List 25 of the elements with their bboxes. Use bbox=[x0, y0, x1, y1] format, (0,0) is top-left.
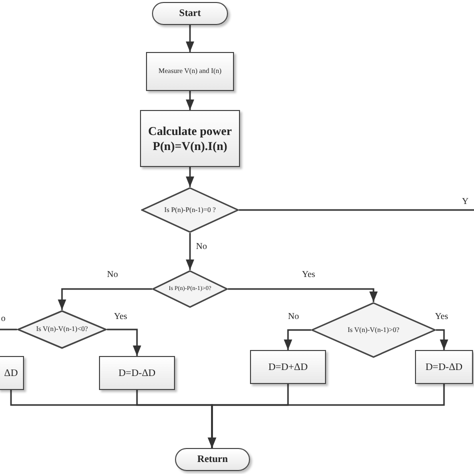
edge-label: No bbox=[107, 270, 118, 279]
edge-label: No bbox=[196, 242, 207, 251]
edge-label: o bbox=[1, 314, 6, 323]
arrow bbox=[284, 329, 311, 350]
edge-label: Y bbox=[462, 197, 468, 206]
edge-label: Yes bbox=[302, 270, 316, 279]
arrow bbox=[186, 25, 194, 52]
edge-label: No bbox=[288, 312, 299, 321]
arrow bbox=[186, 91, 194, 110]
edge-label: Yes bbox=[435, 312, 448, 321]
process-box: D=D+ΔD bbox=[250, 350, 326, 384]
process-box: Calculate power P(n)=V(n).I(n) bbox=[140, 110, 240, 167]
arrow bbox=[186, 167, 194, 187]
arrow bbox=[107, 328, 142, 356]
arrow bbox=[58, 288, 152, 310]
terminal-pill: Start bbox=[152, 2, 228, 25]
arrow bbox=[228, 288, 378, 302]
terminal-pill: Return bbox=[175, 448, 250, 471]
arrow bbox=[436, 329, 448, 350]
edge-label: Yes bbox=[114, 312, 128, 321]
arrow bbox=[186, 233, 194, 270]
process-box: D=D-ΔD bbox=[99, 356, 175, 390]
process-box: D=D-ΔD bbox=[415, 350, 473, 384]
merge-arrow bbox=[208, 384, 445, 448]
process-box: ΔD bbox=[0, 356, 24, 390]
